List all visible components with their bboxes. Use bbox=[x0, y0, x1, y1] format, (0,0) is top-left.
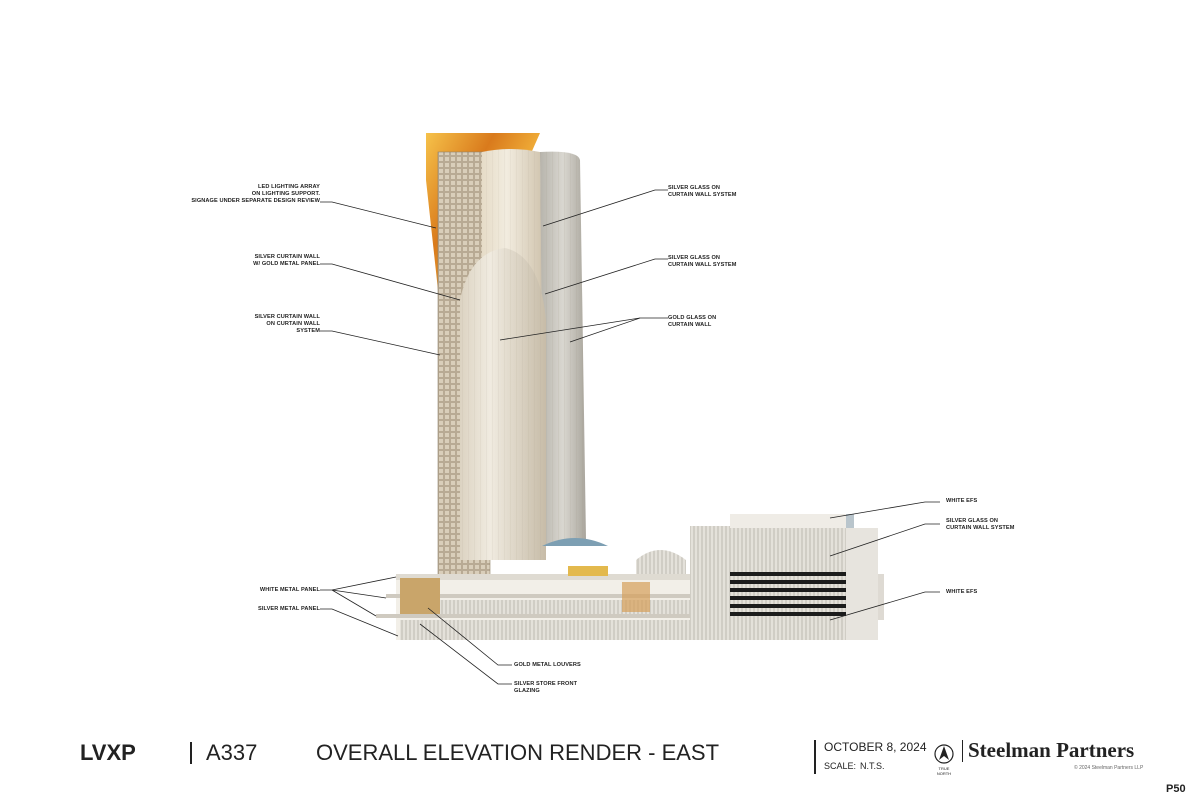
callout-gold-glass: GOLD GLASS ON CURTAIN WALL bbox=[668, 315, 717, 328]
callout-led-array: LED LIGHTING ARRAY ON LIGHTING SUPPORT. … bbox=[191, 184, 320, 204]
callout-white-metal-panel: WHITE METAL PANEL bbox=[259, 587, 320, 593]
project-code: LVXP bbox=[80, 740, 136, 765]
callout-silver-storefront: SILVER STORE FRONT GLAZING bbox=[514, 681, 578, 694]
callout-silver-glass-2: SILVER GLASS ON CURTAIN WALL SYSTEM bbox=[668, 255, 737, 268]
sheet-number: A337 bbox=[206, 740, 258, 765]
callout-white-efs-2: WHITE EFS bbox=[946, 589, 978, 595]
title-divider-1 bbox=[190, 742, 192, 764]
copyright: © 2024 Steelman Partners LLP bbox=[1074, 765, 1144, 771]
true-north-label: TRUE NORTH bbox=[936, 766, 952, 776]
callout-silver-glass-3: SILVER GLASS ON CURTAIN WALL SYSTEM bbox=[946, 518, 1015, 531]
callout-silver-glass-1: SILVER GLASS ON CURTAIN WALL SYSTEM bbox=[668, 185, 737, 198]
callout-gold-louvers: GOLD METAL LOUVERS bbox=[514, 662, 581, 668]
title-divider-3 bbox=[962, 740, 963, 762]
title-divider-2 bbox=[814, 740, 816, 774]
firm-name: Steelman Partners bbox=[968, 738, 1135, 762]
title-block: LVXP A337 OVERALL ELEVATION RENDER - EAS… bbox=[0, 728, 1200, 800]
callout-silver-metal-panel: SILVER METAL PANEL bbox=[258, 606, 320, 612]
callout-white-efs-1: WHITE EFS bbox=[946, 498, 978, 504]
callout-silver-curtain-wall-gold: SILVER CURTAIN WALL W/ GOLD METAL PANEL bbox=[253, 254, 320, 267]
right-block-rear bbox=[690, 526, 732, 640]
elevation-render bbox=[320, 133, 940, 685]
parking-openings bbox=[730, 572, 846, 616]
scale-value: N.T.S. bbox=[860, 761, 885, 771]
page-number: P50 bbox=[1166, 783, 1186, 795]
sheet-date: OCTOBER 8, 2024 bbox=[824, 740, 927, 754]
leader-lines bbox=[320, 189, 940, 685]
canopy bbox=[542, 538, 608, 546]
right-block bbox=[730, 514, 846, 640]
scale-label: SCALE: bbox=[824, 761, 857, 771]
dome bbox=[636, 550, 686, 578]
gold-louvers bbox=[400, 578, 440, 614]
north-arrow-icon bbox=[934, 744, 954, 764]
sheet-title: OVERALL ELEVATION RENDER - EAST bbox=[316, 740, 720, 765]
callout-silver-curtain-wall-system: SILVER CURTAIN WALL ON CURTAIN WALL SYST… bbox=[254, 314, 320, 334]
